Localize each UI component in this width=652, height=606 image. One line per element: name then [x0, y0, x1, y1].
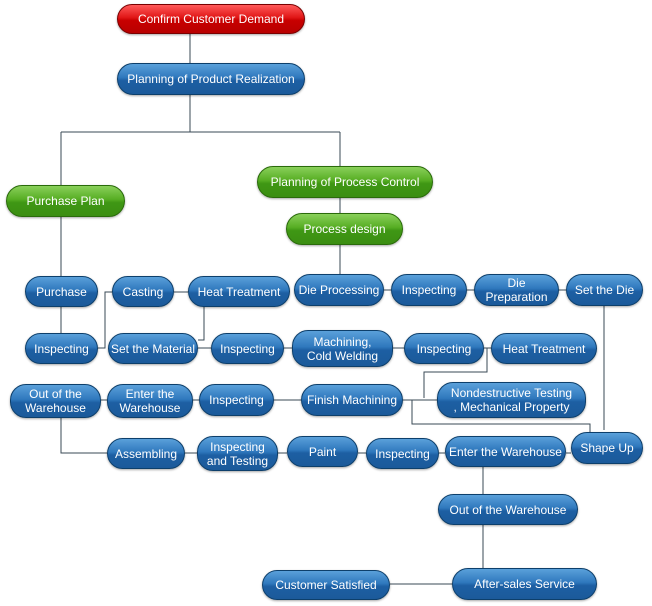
- die-preparation-node: Die Preparation: [474, 274, 559, 306]
- heat-treatment-2-node: Heat Treatment: [491, 333, 597, 364]
- finish-machining-node: Finish Machining: [301, 384, 403, 416]
- nondestructive-testing-node: Nondestructive Testing , Mechanical Prop…: [437, 382, 586, 418]
- set-the-die-node: Set the Die: [566, 274, 643, 306]
- planning-process-control-node: Planning of Process Control: [257, 166, 433, 198]
- casting-node: Casting: [112, 276, 174, 307]
- inspecting-testing-node: Inspecting and Testing: [197, 436, 278, 471]
- out-of-the-warehouse-node: Out of the Warehouse: [438, 494, 578, 525]
- die-processing-node: Die Processing: [294, 274, 384, 306]
- process-design-node: Process design: [286, 213, 403, 245]
- inspecting-warehouse-node: Inspecting: [199, 384, 274, 416]
- shape-up-node: Shape Up: [571, 432, 643, 464]
- purchase-node: Purchase: [25, 276, 98, 307]
- after-sales-service-node: After-sales Service: [452, 568, 597, 600]
- enter-warehouse-node: Enter the Warehouse: [107, 384, 193, 418]
- machining-cold-welding-node: Machining, Cold Welding: [292, 330, 393, 367]
- inspecting-machining-node: Inspecting: [404, 333, 484, 364]
- inspecting-material-node: Inspecting: [211, 333, 284, 364]
- paint-node: Paint: [287, 436, 358, 467]
- planning-product-realization-node: Planning of Product Realization: [117, 63, 305, 95]
- inspecting-die-node: Inspecting: [391, 274, 467, 306]
- inspecting-paint-node: Inspecting: [366, 438, 439, 469]
- inspecting-purchase-node: Inspecting: [25, 333, 98, 364]
- customer-satisfied-node: Customer Satisfied: [262, 570, 390, 600]
- out-of-warehouse-node: Out of the Warehouse: [10, 384, 101, 418]
- assembling-node: Assembling: [107, 438, 185, 469]
- confirm-customer-demand-node: Confirm Customer Demand: [117, 4, 305, 34]
- enter-the-warehouse-node: Enter the Warehouse: [445, 436, 566, 467]
- set-the-material-node: Set the Material: [108, 333, 198, 364]
- heat-treatment-node: Heat Treatment: [188, 276, 290, 307]
- purchase-plan-node: Purchase Plan: [6, 185, 125, 217]
